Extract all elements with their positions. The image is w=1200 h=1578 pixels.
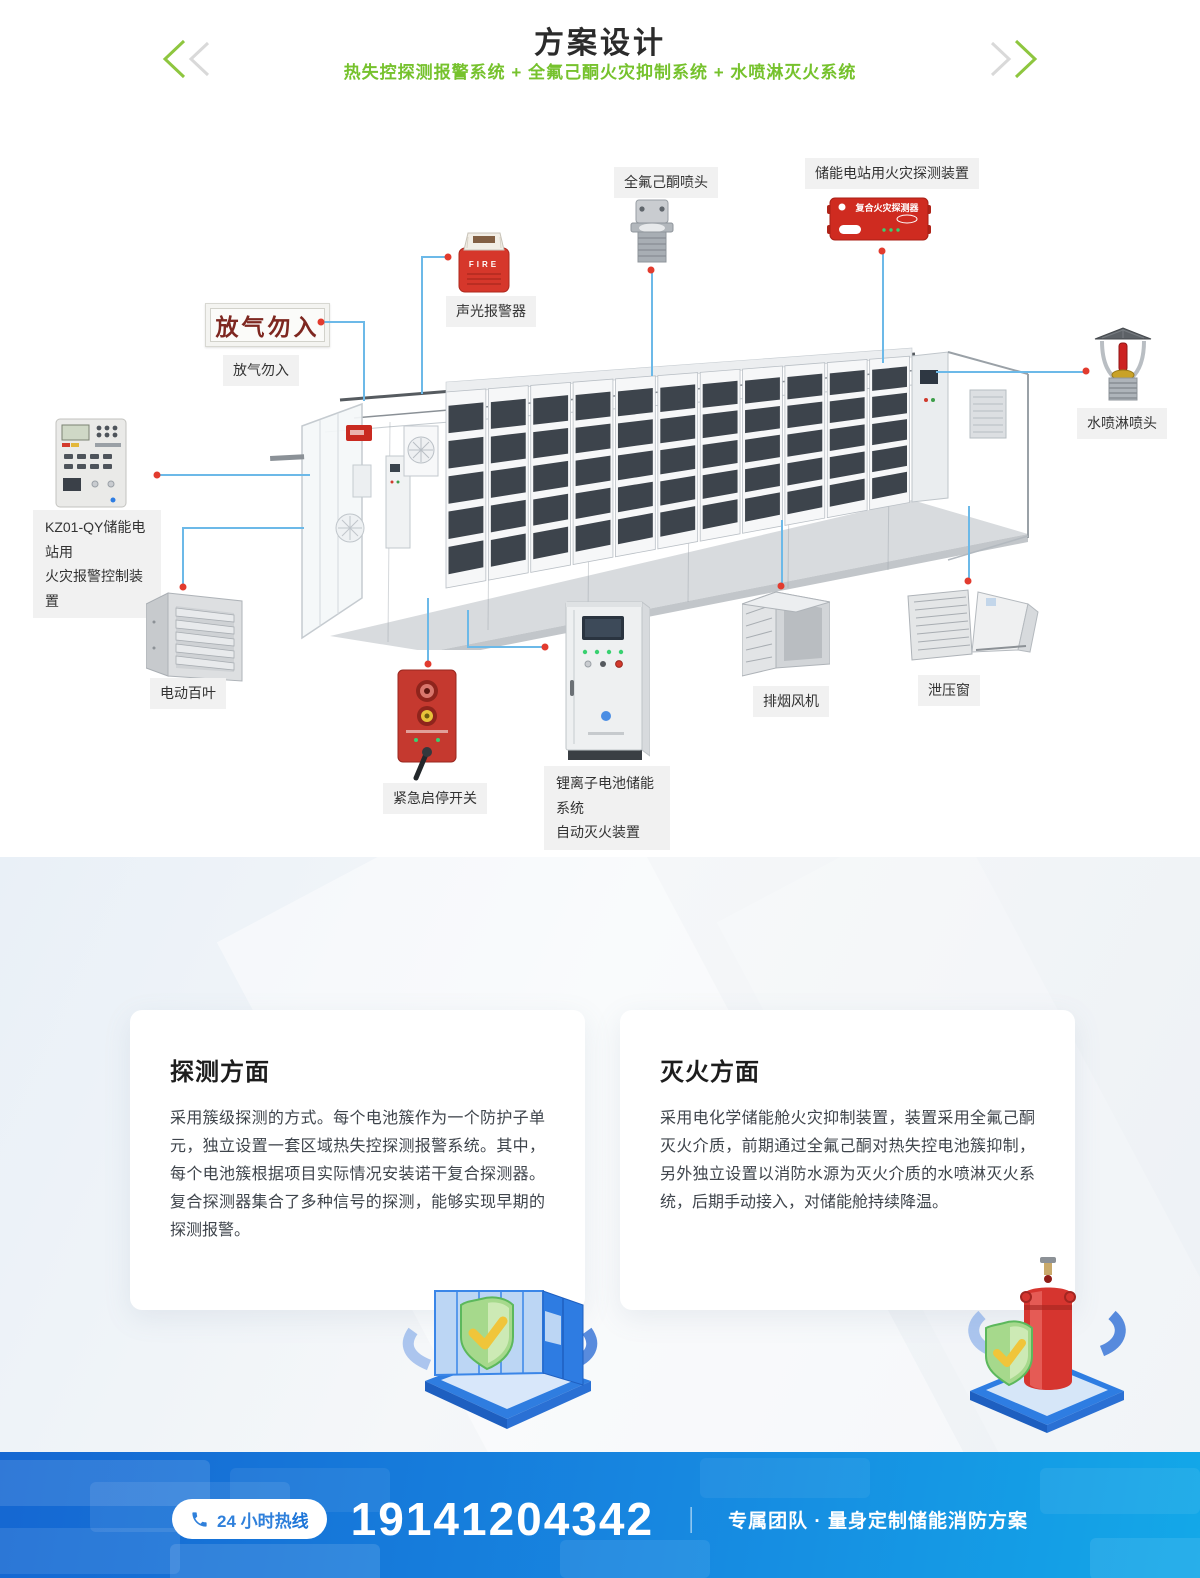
phone-icon (192, 1511, 207, 1527)
footer-decoration (700, 1458, 870, 1498)
callout-line (467, 646, 545, 648)
sound-light-alarm-image: FIRE (455, 228, 513, 299)
cylinder-shield-illustration (952, 1253, 1142, 1438)
callout-dot (964, 577, 972, 585)
callout-line (182, 527, 184, 587)
phone-number[interactable]: 19141204342 (350, 1493, 655, 1545)
callout-label-relief-window: 泄压窗 (918, 675, 980, 706)
vent-sign-image: 放气勿入 (205, 303, 330, 347)
footer-decoration (230, 1468, 390, 1512)
card-extinguish: 灭火方面 采用电化学储能舱火灾抑制装置，装置采用全氟己酮灭火介质，前期通过全氟己… (620, 1010, 1075, 1310)
callout-dot (647, 266, 655, 274)
fire-detector-image: 复合火灾探测器 (827, 194, 931, 249)
svg-text:复合火灾探测器: 复合火灾探测器 (854, 202, 919, 213)
louver-image (145, 588, 246, 687)
solution-diagram: 全氟己酮喷头 复合火灾探测器 储能电站用火灾探测装置 (0, 100, 1200, 857)
hfc-nozzle-image (628, 198, 676, 271)
callout-label-water-sprinkler: 水喷淋喷头 (1077, 408, 1167, 439)
hotline-label: 24 小时热线 (217, 1511, 309, 1531)
callout-label-suppression-cabinet: 锂离子电池储能系统 自动灭火装置 (544, 766, 670, 850)
callout-line (882, 251, 884, 363)
callout-line (781, 520, 783, 586)
callout-line (427, 598, 429, 664)
callout-dot (424, 660, 432, 668)
callout-line (467, 610, 469, 648)
footer-decoration (0, 1460, 210, 1506)
callout-label-sound-light-alarm: 声光报警器 (446, 296, 536, 327)
footer-decoration (560, 1540, 710, 1578)
fire-control-panel-image (55, 418, 127, 513)
callout-label-louver: 电动百叶 (150, 678, 226, 709)
control-panel-label-line2: 火灾报警控制装置 (45, 568, 143, 609)
battery-container-image (270, 347, 1029, 650)
hotline-badge[interactable]: 24 小时热线 (172, 1499, 327, 1539)
carousel-next-icon[interactable] (978, 36, 1042, 82)
callout-line (157, 474, 310, 476)
callout-dot (317, 318, 325, 326)
footer-decoration (1040, 1468, 1200, 1514)
vent-sign-text: 放气勿入 (210, 308, 325, 342)
footer-tagline: 专属团队 · 量身定制储能消防方案 (728, 1510, 1028, 1532)
callout-line (936, 371, 1086, 373)
callout-label-hfc-nozzle: 全氟己酮喷头 (614, 167, 718, 198)
control-panel-label-line1: KZ01-QY储能电站用 (45, 519, 146, 560)
suppression-cabinet-label-line2: 自动灭火装置 (556, 824, 640, 840)
callout-label-exhaust-fan: 排烟风机 (753, 686, 829, 717)
callout-dot (777, 582, 785, 590)
card-extinguish-body: 采用电化学储能舱火灾抑制装置，装置采用全氟己酮灭火介质，前期通过全氟己酮对热失控… (660, 1110, 1035, 1211)
container-shield-illustration (395, 1253, 605, 1438)
callout-line (321, 321, 365, 323)
card-detection-title: 探测方面 (170, 1059, 270, 1086)
callout-line (968, 506, 970, 581)
svg-text:FIRE: FIRE (469, 260, 499, 269)
callout-label-control-panel: KZ01-QY储能电站用 火灾报警控制装置 (33, 510, 161, 618)
emergency-switch-image (394, 668, 460, 789)
carousel-prev-icon[interactable] (158, 36, 222, 82)
shield-check-icon (985, 1320, 1033, 1387)
footer-decoration (1090, 1538, 1200, 1578)
callout-label-fire-detector: 储能电站用火灾探测装置 (805, 158, 979, 189)
footer: 24 小时热线 19141204342 ｜ 专属团队 · 量身定制储能消防方案 (0, 1452, 1200, 1578)
relief-window-image (906, 588, 1042, 669)
footer-divider: ｜ (678, 1505, 705, 1536)
footer-content: 24 小时热线 19141204342 ｜ 专属团队 · 量身定制储能消防方案 (0, 1492, 1200, 1546)
callout-line (182, 527, 304, 529)
callout-dot (179, 583, 187, 591)
callout-label-emergency-switch: 紧急启停开关 (383, 783, 487, 814)
callout-dot (878, 247, 886, 255)
callout-label-vent-sign: 放气勿入 (223, 355, 299, 386)
footer-decoration (0, 1528, 180, 1574)
callout-line (421, 256, 423, 394)
page-subtitle: 热失控探测报警系统 + 全氟己酮火灾抑制系统 + 水喷淋灭火系统 (343, 63, 857, 82)
suppression-cabinet-image (558, 596, 651, 771)
card-detection: 探测方面 采用簇级探测的方式。每个电池簇作为一个防护子单元，独立设置一套区域热失… (130, 1010, 585, 1310)
exhaust-fan-image (741, 588, 831, 685)
card-detection-body: 采用簇级探测的方式。每个电池簇作为一个防护子单元，独立设置一套区域热失控探测报警… (170, 1110, 545, 1239)
info-section: 探测方面 采用簇级探测的方式。每个电池簇作为一个防护子单元，独立设置一套区域热失… (0, 857, 1200, 1452)
shield-check-icon (460, 1296, 514, 1371)
callout-dot (1082, 367, 1090, 375)
callout-dot (444, 253, 452, 261)
page-title: 方案设计 (534, 27, 666, 60)
water-sprinkler-image (1092, 325, 1154, 410)
card-extinguish-title: 灭火方面 (660, 1059, 760, 1086)
callout-line (421, 256, 449, 258)
callout-dot (541, 643, 549, 651)
callout-dot (153, 471, 161, 479)
footer-decoration (170, 1544, 380, 1578)
suppression-cabinet-label-line1: 锂离子电池储能系统 (556, 775, 654, 816)
callout-line (651, 270, 653, 376)
callout-line (363, 321, 365, 401)
footer-decoration (90, 1482, 290, 1532)
